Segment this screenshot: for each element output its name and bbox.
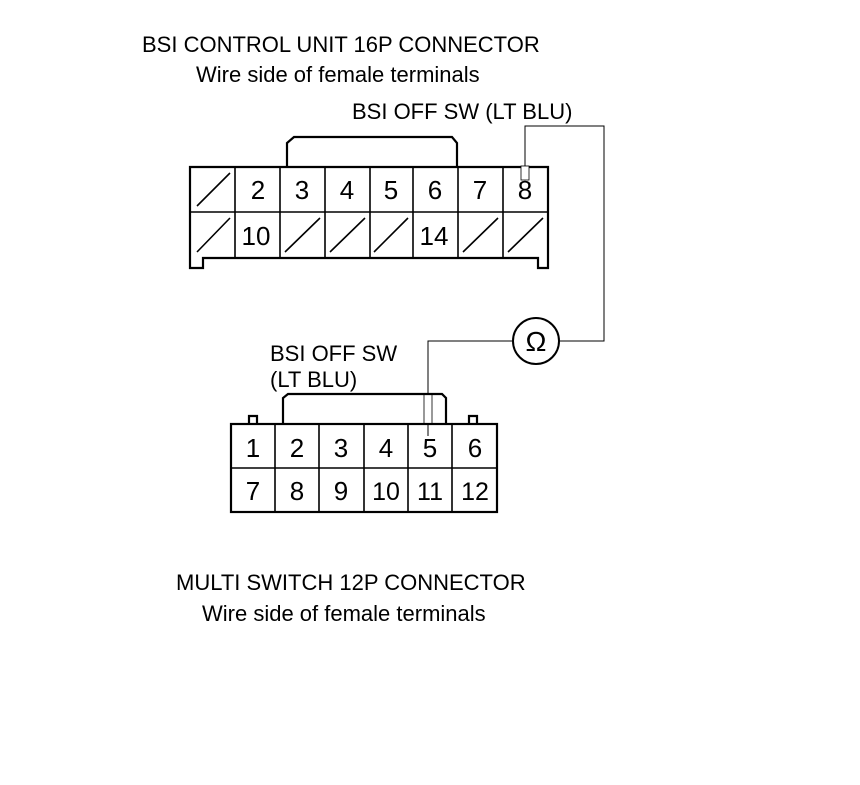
probe-tip-multi-switch xyxy=(423,393,433,425)
bsi-terminal-2: 2 xyxy=(251,175,265,205)
multi-switch-terminal-2: 2 xyxy=(290,433,304,463)
bsi-terminal-10: 10 xyxy=(242,221,271,251)
empty-cavity-1 xyxy=(196,172,231,207)
multi-switch-connector-body xyxy=(229,392,499,514)
bsi-terminal-14: 14 xyxy=(420,221,449,251)
multi-switch-terminal-numbers: 1 2 3 4 5 6 7 8 9 10 11 12 xyxy=(246,433,489,506)
ohmmeter-icon: Ω xyxy=(512,317,560,365)
empty-cavity-16 xyxy=(507,217,544,253)
multi-switch-terminal-12: 12 xyxy=(461,478,489,506)
bsi-terminal-numbers: 2 3 4 5 6 7 8 10 14 xyxy=(242,175,533,251)
empty-cavity-13 xyxy=(373,217,409,253)
multi-switch-terminal-9: 9 xyxy=(334,476,348,506)
multi-switch-terminal-8: 8 xyxy=(290,476,304,506)
bsi-wire-label: BSI OFF SW (LT BLU) xyxy=(352,99,572,124)
probe-lead-bsi-terminal-8 xyxy=(524,125,605,342)
multi-switch-terminal-6: 6 xyxy=(468,433,482,463)
multi-switch-connector-title: MULTI SWITCH 12P CONNECTOR xyxy=(176,570,526,595)
multi-switch-terminal-5: 5 xyxy=(423,433,437,463)
multi-switch-wire-label-line1: BSI OFF SW xyxy=(270,341,397,366)
bsi-terminal-8: 8 xyxy=(518,175,532,205)
multi-switch-terminal-10: 10 xyxy=(372,478,400,506)
bsi-connector-body xyxy=(188,135,550,270)
multi-switch-terminal-4: 4 xyxy=(379,433,393,463)
empty-cavity-9 xyxy=(196,217,231,253)
empty-cavity-12 xyxy=(329,217,366,253)
test-leads xyxy=(423,125,605,436)
multi-switch-wire-label-line2: (LT BLU) xyxy=(270,367,357,392)
bsi-empty-cavities xyxy=(196,172,544,253)
multi-switch-terminal-3: 3 xyxy=(334,433,348,463)
probe-tip-bsi xyxy=(520,165,530,181)
empty-cavity-15 xyxy=(462,217,499,253)
empty-cavity-11 xyxy=(284,217,321,253)
bsi-terminal-3: 3 xyxy=(295,175,309,205)
bsi-terminal-4: 4 xyxy=(340,175,354,205)
bsi-connector-title: BSI CONTROL UNIT 16P CONNECTOR xyxy=(142,32,540,57)
ohm-symbol: Ω xyxy=(526,326,547,357)
multi-switch-connector-subtitle: Wire side of female terminals xyxy=(202,601,486,626)
bsi-terminal-7: 7 xyxy=(473,175,487,205)
multi-switch-terminal-1: 1 xyxy=(246,433,260,463)
multi-switch-terminal-11: 11 xyxy=(417,478,443,506)
bsi-terminal-5: 5 xyxy=(384,175,398,205)
bsi-terminal-6: 6 xyxy=(428,175,442,205)
bsi-connector-subtitle: Wire side of female terminals xyxy=(196,62,480,87)
probe-lead-multi-switch-terminal-5 xyxy=(427,340,513,436)
multi-switch-terminal-7: 7 xyxy=(246,476,260,506)
